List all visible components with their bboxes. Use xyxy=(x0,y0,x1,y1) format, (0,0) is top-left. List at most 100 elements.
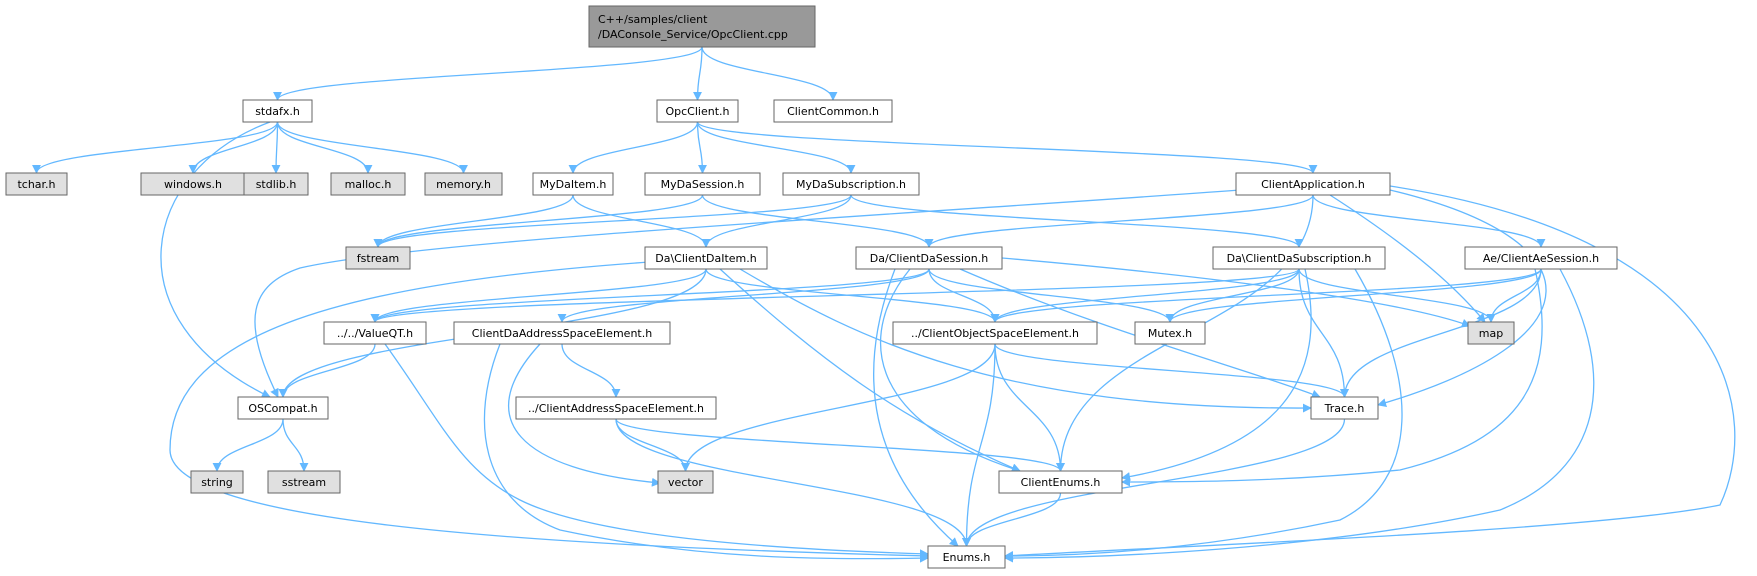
node-label: ClientCommon.h xyxy=(787,105,879,118)
node-clientdaaddressspaceelement[interactable]: ClientDaAddressSpaceElement.h xyxy=(453,321,671,345)
edge-clientdaaddressspaceelement-to-clientaddressspaceelement xyxy=(561,343,621,398)
edge-clientaddressspaceelement-to-enums xyxy=(615,418,971,547)
node-clientobjectspaceelement[interactable]: ../ClientObjectSpaceElement.h xyxy=(892,321,1098,345)
node-mutex[interactable]: Mutex.h xyxy=(1134,321,1206,345)
edge-mydaitem-to-daclientdaitem xyxy=(572,194,711,248)
node-label: Enums.h xyxy=(943,551,991,564)
edges-layer xyxy=(32,46,1736,563)
node-root[interactable]: C++/samples/client/DAConsole_Service/Opc… xyxy=(588,5,816,48)
node-label: Da\ClientDaSubscription.h xyxy=(1227,252,1372,265)
node-stdlib[interactable]: stdlib.h xyxy=(243,172,309,196)
node-box xyxy=(998,470,1123,494)
node-daclientdasession[interactable]: Da/ClientDaSession.h xyxy=(855,246,1003,270)
node-label: ClientApplication.h xyxy=(1261,178,1365,191)
node-label: tchar.h xyxy=(17,178,55,191)
node-mydasubscription[interactable]: MyDaSubscription.h xyxy=(782,172,920,196)
node-clientaddressspaceelement[interactable]: ../ClientAddressSpaceElement.h xyxy=(515,396,717,420)
node-label: fstream xyxy=(357,252,399,265)
node-label: windows.h xyxy=(164,178,222,191)
edge-mydasession-to-fstream xyxy=(373,194,704,248)
edge-opcclient_h-to-mydaitem xyxy=(568,121,699,174)
edge-clientapplication-to-oscompat xyxy=(254,189,1241,398)
edge-clientapplication-to-map xyxy=(1329,194,1486,323)
node-box xyxy=(345,246,411,270)
node-box xyxy=(855,246,1003,270)
node-valueqt[interactable]: ../../ValueQT.h xyxy=(323,321,427,345)
edge-daclientdaitem-to-trace xyxy=(739,268,1312,413)
node-label: /DAConsole_Service/OpcClient.cpp xyxy=(598,28,788,41)
edge-clientapplication-to-daclientdasession xyxy=(924,194,1314,248)
node-box xyxy=(5,172,68,196)
edge-clientenums-to-enums xyxy=(962,492,1062,547)
node-box xyxy=(243,172,309,196)
edge-daclientdasession-to-valueqt xyxy=(370,268,930,323)
edge-stdafx-to-memory xyxy=(276,121,468,174)
node-label: Trace.h xyxy=(1324,402,1365,415)
node-box xyxy=(453,321,671,345)
node-box xyxy=(656,99,739,123)
edge-daclientdasubscription-to-clientobjectspaceelement xyxy=(990,268,1300,323)
nodes-layer: C++/samples/client/DAConsole_Service/Opc… xyxy=(5,5,1618,569)
node-opcclient_h[interactable]: OpcClient.h xyxy=(656,99,739,123)
node-label: Mutex.h xyxy=(1148,327,1192,340)
node-daclientdaitem[interactable]: Da\ClientDaItem.h xyxy=(644,246,768,270)
node-box xyxy=(1464,246,1618,270)
edge-daclientdasubscription-to-mutex xyxy=(1165,268,1300,323)
node-box xyxy=(330,172,406,196)
edge-opcclient_h-to-clientapplication xyxy=(696,121,1318,174)
node-box xyxy=(323,321,427,345)
edge-clientapplication-to-aeclientaesession xyxy=(1312,194,1546,248)
node-box xyxy=(1310,396,1379,420)
edge-mydasubscription-to-fstream xyxy=(373,194,852,248)
node-clientcommon[interactable]: ClientCommon.h xyxy=(773,99,893,123)
node-enums[interactable]: Enums.h xyxy=(927,545,1006,569)
node-label: Da\ClientDaItem.h xyxy=(655,252,757,265)
node-label: MyDaItem.h xyxy=(540,178,607,191)
node-box xyxy=(532,172,614,196)
edge-root-to-stdafx xyxy=(273,46,703,101)
edge-daclientdasession-to-map xyxy=(1001,257,1471,328)
node-box xyxy=(1467,321,1515,345)
node-label: stdlib.h xyxy=(256,178,297,191)
node-clientapplication[interactable]: ClientApplication.h xyxy=(1235,172,1391,196)
node-clientenums[interactable]: ClientEnums.h xyxy=(998,470,1123,494)
node-trace[interactable]: Trace.h xyxy=(1310,396,1379,420)
node-label: C++/samples/client xyxy=(598,13,708,26)
edge-clientapplication-to-enums xyxy=(1004,185,1736,561)
edge-daclientdasubscription-to-enums xyxy=(1004,268,1403,561)
node-memory[interactable]: memory.h xyxy=(424,172,503,196)
node-map[interactable]: map xyxy=(1467,321,1515,345)
edge-aeclientaesession-to-map xyxy=(1486,268,1542,323)
node-label: ../ClientObjectSpaceElement.h xyxy=(911,327,1079,340)
node-box xyxy=(1134,321,1206,345)
edge-daclientdasubscription-to-valueqt xyxy=(370,268,1300,323)
edge-aeclientaesession-to-mutex xyxy=(1165,268,1542,323)
node-sstream[interactable]: sstream xyxy=(267,470,341,494)
edge-aeclientaesession-to-clientenums xyxy=(1121,268,1543,487)
node-stdafx[interactable]: stdafx.h xyxy=(242,99,313,123)
edge-daclientdasubscription-to-trace xyxy=(1298,268,1349,398)
node-label: OpcClient.h xyxy=(665,105,729,118)
node-string[interactable]: string xyxy=(190,470,244,494)
node-malloc[interactable]: malloc.h xyxy=(330,172,406,196)
node-label: stdafx.h xyxy=(255,105,300,118)
node-box xyxy=(237,396,329,420)
node-vector[interactable]: vector xyxy=(657,470,714,494)
node-fstream[interactable]: fstream xyxy=(345,246,411,270)
node-box xyxy=(644,246,768,270)
node-mydasession[interactable]: MyDaSession.h xyxy=(644,172,761,196)
node-aeclientaesession[interactable]: Ae/ClientAeSession.h xyxy=(1464,246,1618,270)
edge-valueqt-to-enums xyxy=(384,343,929,559)
node-tchar[interactable]: tchar.h xyxy=(5,172,68,196)
node-label: ../ClientAddressSpaceElement.h xyxy=(528,402,704,415)
node-label: MyDaSession.h xyxy=(661,178,745,191)
edge-opcclient_h-to-mydasubscription xyxy=(696,121,856,174)
node-oscompat[interactable]: OSCompat.h xyxy=(237,396,329,420)
edge-stdafx-to-windows xyxy=(188,121,279,174)
edge-oscompat-to-string xyxy=(212,418,284,472)
node-mydaitem[interactable]: MyDaItem.h xyxy=(532,172,614,196)
node-windows[interactable]: windows.h xyxy=(140,172,246,196)
node-daclientdasubscription[interactable]: Da\ClientDaSubscription.h xyxy=(1212,246,1386,270)
node-label: map xyxy=(1479,327,1503,340)
